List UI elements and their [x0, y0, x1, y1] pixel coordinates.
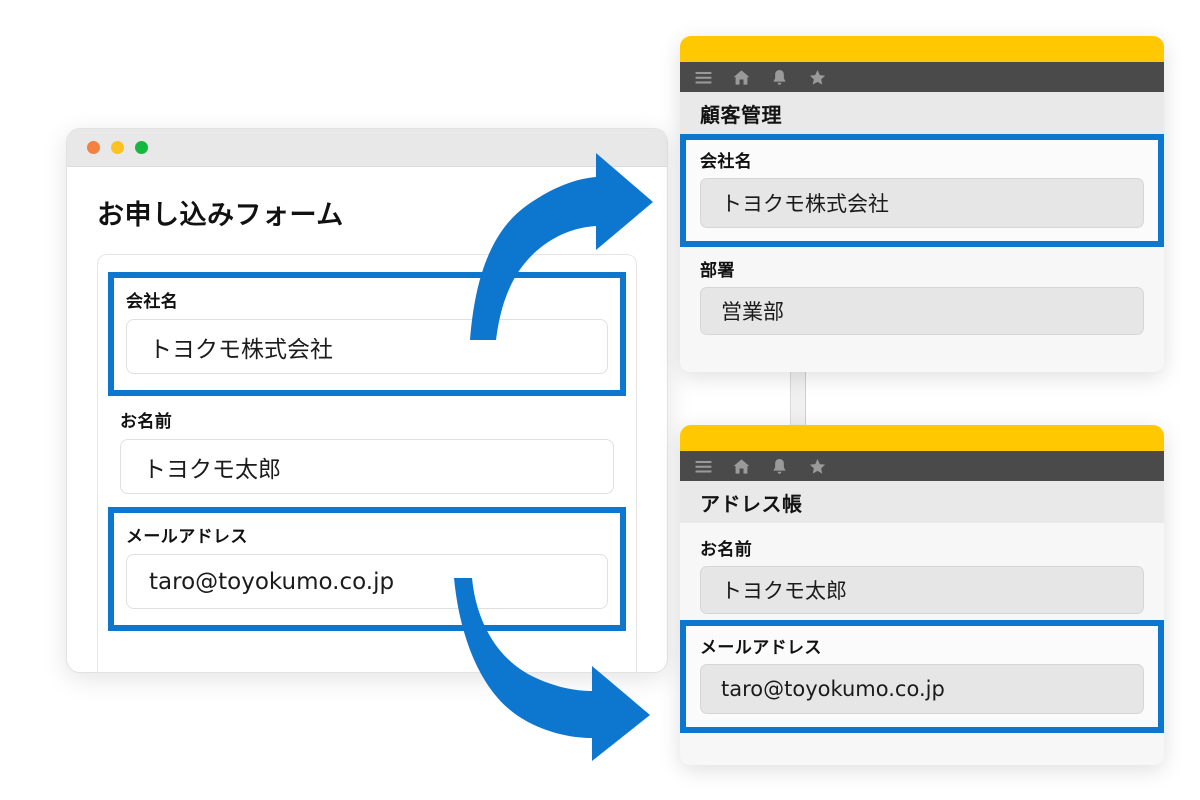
email-input[interactable]: taro@toyokumo.co.jp — [126, 554, 608, 609]
app-navbar — [680, 451, 1164, 481]
panel-label-email: メールアドレス — [700, 638, 822, 658]
panel-email-input[interactable]: taro@toyokumo.co.jp — [700, 664, 1144, 714]
panel-company-input[interactable]: トヨクモ株式会社 — [700, 178, 1144, 228]
page-title: お申し込みフォーム — [97, 200, 344, 231]
field-email: メールアドレス taro@toyokumo.co.jp — [126, 522, 608, 609]
panel-label-department: 部署 — [700, 261, 735, 281]
highlight-box-panel-company: 会社名 トヨクモ株式会社 — [680, 134, 1164, 247]
panel-label-name: お名前 — [700, 540, 753, 560]
panel-field-company: 会社名 トヨクモ株式会社 — [700, 147, 1144, 228]
panel-field-name: お名前 トヨクモ太郎 — [680, 523, 1164, 620]
panel-name-input[interactable]: トヨクモ太郎 — [700, 566, 1144, 614]
panel-field-department: 部署 営業部 — [680, 247, 1164, 341]
address-book-panel: アドレス帳 お名前 トヨクモ太郎 メールアドレス taro@toyokumo.c… — [680, 425, 1164, 765]
window-titlebar — [67, 129, 667, 167]
panel-department-input[interactable]: 営業部 — [700, 287, 1144, 335]
minimize-window-button[interactable] — [111, 141, 124, 154]
company-input[interactable]: トヨクモ株式会社 — [126, 319, 608, 374]
panel-field-email: メールアドレス taro@toyokumo.co.jp — [700, 633, 1144, 714]
application-form-window: お申し込みフォーム 会社名 トヨクモ株式会社 お名前 トヨクモ太郎 — [66, 128, 668, 673]
brand-bar — [680, 36, 1164, 62]
panel-title-customer: 顧客管理 — [700, 102, 782, 127]
field-label-name: お名前 — [120, 412, 173, 432]
maximize-window-button[interactable] — [135, 141, 148, 154]
home-icon[interactable] — [732, 457, 751, 476]
home-icon[interactable] — [732, 68, 751, 87]
brand-bar — [680, 425, 1164, 451]
app-navbar — [680, 62, 1164, 92]
panel-title-address: アドレス帳 — [700, 491, 803, 516]
window-content: お申し込みフォーム 会社名 トヨクモ株式会社 お名前 トヨクモ太郎 — [67, 167, 667, 672]
field-name: お名前 トヨクモ太郎 — [120, 407, 614, 494]
form-card: 会社名 トヨクモ株式会社 お名前 トヨクモ太郎 メールアドレス taro@toy… — [97, 254, 637, 672]
bell-icon[interactable] — [770, 68, 789, 87]
panel-label-company: 会社名 — [700, 152, 753, 172]
bell-icon[interactable] — [770, 457, 789, 476]
close-window-button[interactable] — [87, 141, 100, 154]
menu-icon[interactable] — [694, 68, 713, 87]
panel-body-customer: 会社名 トヨクモ株式会社 部署 営業部 — [680, 134, 1164, 341]
panel-body-address: お名前 トヨクモ太郎 メールアドレス taro@toyokumo.co.jp — [680, 523, 1164, 733]
field-label-company: 会社名 — [126, 292, 179, 312]
panel-connector — [790, 372, 806, 425]
name-input[interactable]: トヨクモ太郎 — [120, 439, 614, 494]
panel-header-address: アドレス帳 — [680, 481, 1164, 523]
panel-header-customer: 顧客管理 — [680, 92, 1164, 134]
customer-management-panel: 顧客管理 会社名 トヨクモ株式会社 部署 営業部 — [680, 36, 1164, 372]
field-label-email: メールアドレス — [126, 527, 248, 547]
highlight-box-panel-email: メールアドレス taro@toyokumo.co.jp — [680, 620, 1164, 733]
field-company: 会社名 トヨクモ株式会社 — [126, 287, 608, 374]
highlight-box-company: 会社名 トヨクモ株式会社 — [108, 272, 626, 396]
highlight-box-email: メールアドレス taro@toyokumo.co.jp — [108, 507, 626, 631]
menu-icon[interactable] — [694, 457, 713, 476]
star-icon[interactable] — [808, 457, 827, 476]
star-icon[interactable] — [808, 68, 827, 87]
